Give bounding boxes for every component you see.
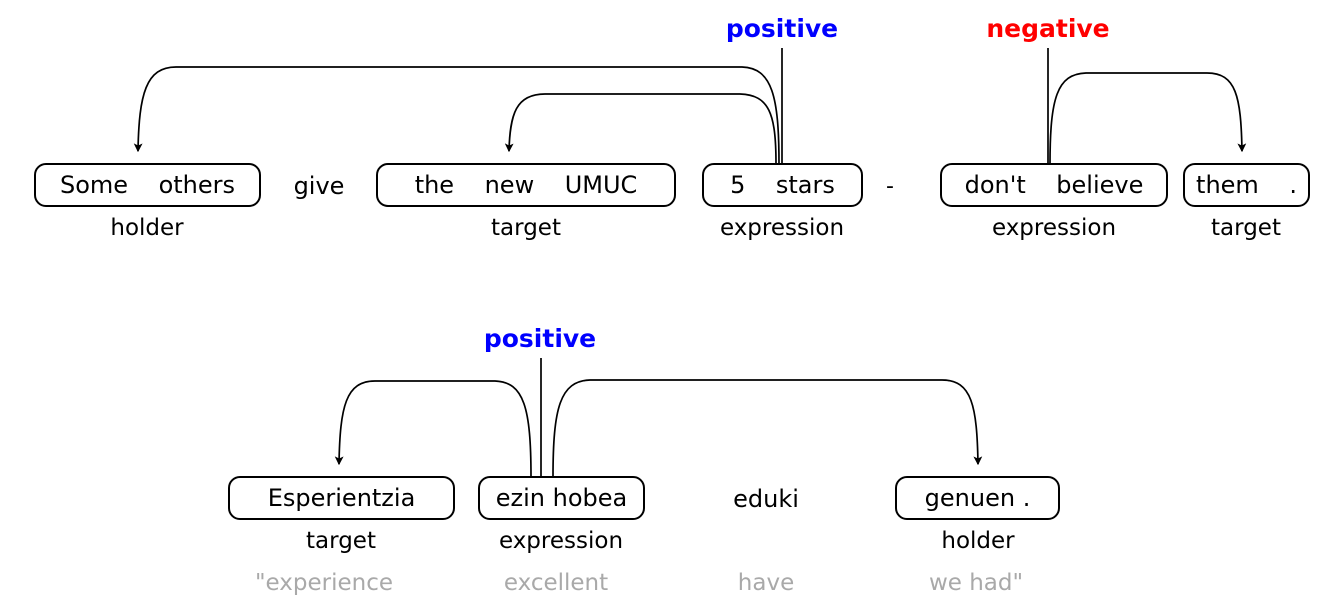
token-text-genuen: genuen . xyxy=(924,484,1031,512)
role-label-target-umuc: target xyxy=(491,215,561,241)
token-text-some-others: Some others xyxy=(59,171,236,199)
token-text-ezin-hobea: ezin hobea xyxy=(495,484,628,512)
role-label-expression-dont-believe: expression xyxy=(991,215,1117,241)
role-label-expression-5-stars: expression xyxy=(719,215,845,241)
relation-arc-holder-genuen xyxy=(552,379,983,478)
gloss-text-genuen: we had" xyxy=(928,570,1024,596)
token-box-them[interactable]: them . xyxy=(1183,163,1310,207)
token-text-esperientzia: Esperientzia xyxy=(267,484,416,512)
gloss-text-esperientzia: "experience xyxy=(254,570,394,596)
token-text-dash: - xyxy=(886,174,894,199)
token-text-the-new-umuc: the new UMUC xyxy=(414,171,638,199)
token-box-the-new-umuc[interactable]: the new UMUC xyxy=(376,163,676,207)
relation-arc-holder-some-others xyxy=(133,66,780,165)
role-label-target-them: target xyxy=(1211,215,1281,241)
token-text-eduki: eduki xyxy=(733,485,799,513)
relation-arc-target-umuc xyxy=(504,93,777,165)
token-box-some-others[interactable]: Some others xyxy=(34,163,261,207)
role-label-holder-genuen: holder xyxy=(941,528,1015,554)
token-text-dont-believe: don't believe xyxy=(964,171,1144,199)
token-box-ezin-hobea[interactable]: ezin hobea xyxy=(478,476,645,520)
role-label-holder-en: holder xyxy=(110,215,184,241)
polarity-label-positive-en[interactable]: positive xyxy=(725,14,839,43)
gloss-text-eduki: have xyxy=(737,570,795,596)
polarity-label-negative-en[interactable]: negative xyxy=(986,14,1110,43)
role-label-expression-ezin-hobea: expression xyxy=(498,528,624,554)
relation-arc-target-esperientzia xyxy=(334,380,532,478)
token-text-give: give xyxy=(293,172,345,200)
token-box-5-stars[interactable]: 5 stars xyxy=(702,163,863,207)
token-text-them: them . xyxy=(1196,171,1297,199)
gloss-text-ezin-hobea: excellent xyxy=(503,570,609,596)
polarity-label-positive-eu[interactable]: positive xyxy=(483,324,597,353)
token-box-esperientzia[interactable]: Esperientzia xyxy=(228,476,455,520)
token-text-5-stars: 5 stars xyxy=(730,171,835,199)
relation-arc-target-them xyxy=(1049,72,1247,165)
token-box-dont-believe[interactable]: don't believe xyxy=(940,163,1168,207)
role-label-target-esperientzia: target xyxy=(306,528,376,554)
token-box-genuen[interactable]: genuen . xyxy=(895,476,1060,520)
